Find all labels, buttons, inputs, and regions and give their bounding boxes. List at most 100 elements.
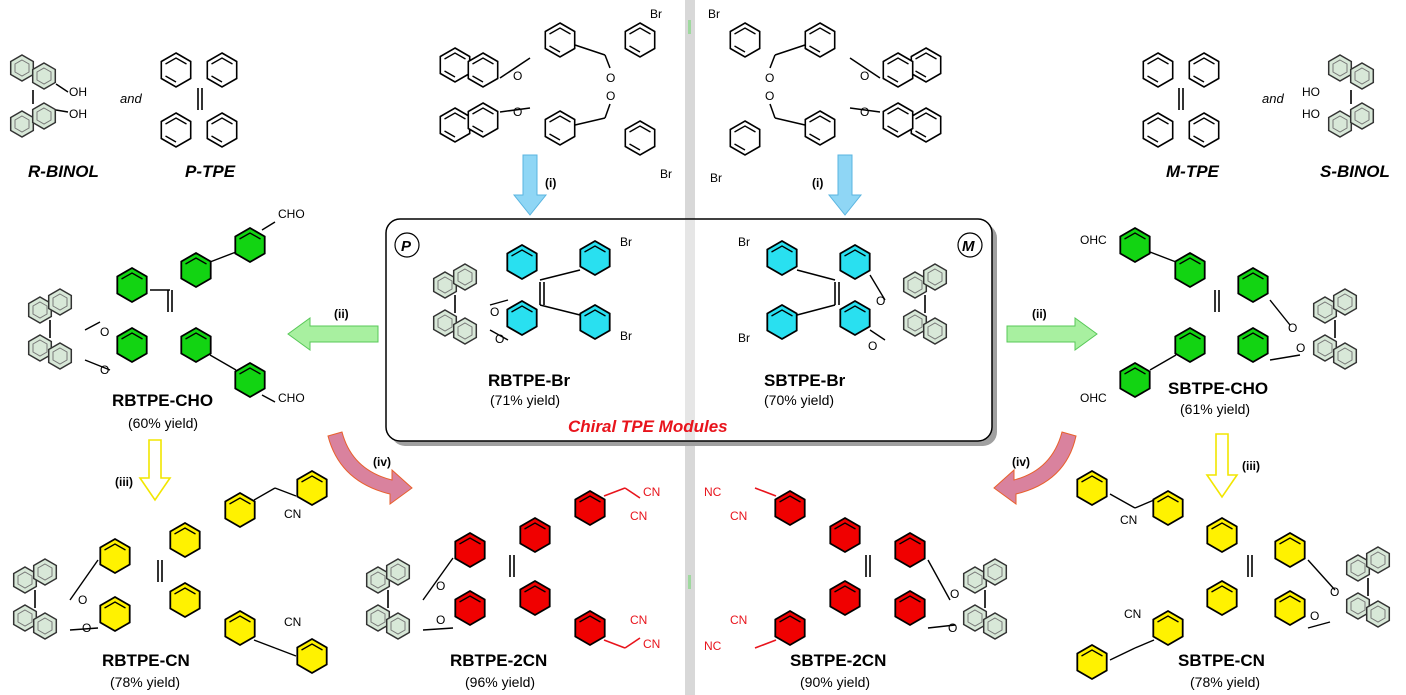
o-atom: O	[860, 69, 869, 83]
cn-group: CN	[643, 485, 660, 499]
rbtpe-cho-yield: (60% yield)	[128, 415, 198, 431]
step-iv-arrow-left	[327, 431, 413, 505]
rbtpe-cn-structure	[14, 470, 328, 674]
o-atom: O	[436, 613, 445, 627]
sbtpe-cho-yield: (61% yield)	[1180, 401, 1250, 417]
sbtpe-2cn-structure	[754, 487, 1006, 649]
cn-group: CN	[284, 615, 301, 629]
sbtpe-br-name: SBTPE-Br	[764, 371, 846, 390]
s-binol-structure	[1327, 54, 1375, 138]
step-ii-label-left: (ii)	[334, 307, 349, 321]
step-iii-arrow-right	[1205, 433, 1239, 499]
o-atom: O	[100, 325, 109, 339]
step-i-arrow-left	[512, 154, 548, 216]
cn-group: CN	[1120, 513, 1137, 527]
rbtpe-2cn-yield: (96% yield)	[465, 674, 535, 690]
rbtpe-cn-yield: (78% yield)	[110, 674, 180, 690]
p-tpe-label: P-TPE	[185, 162, 236, 181]
o-atom: O	[1296, 341, 1305, 355]
r-binol-structure	[9, 54, 69, 138]
rbtpe-br-name: RBTPE-Br	[488, 371, 571, 390]
o-atom: O	[1288, 321, 1297, 335]
o-atom: O	[606, 89, 615, 103]
step-iii-label-left: (iii)	[115, 475, 133, 489]
br-atom: Br	[738, 235, 750, 249]
o-atom: O	[490, 305, 499, 319]
s-precursor-structure	[729, 22, 942, 156]
p-tpe-structure	[160, 52, 238, 148]
step-i-arrow-right	[827, 154, 863, 216]
o-atom: O	[78, 593, 87, 607]
rbtpe-cn-name: RBTPE-CN	[102, 651, 190, 670]
o-atom: O	[513, 105, 522, 119]
o-atom: O	[765, 71, 774, 85]
br-atom: Br	[620, 329, 632, 343]
o-atom: O	[606, 71, 615, 85]
cn-group: CN	[630, 613, 647, 627]
o-atom: O	[876, 294, 885, 308]
o-atom: O	[950, 587, 959, 601]
o-atom: O	[1330, 585, 1339, 599]
and-left: and	[120, 91, 142, 106]
br-atom: Br	[738, 331, 750, 345]
sbtpe-cn-name: SBTPE-CN	[1178, 651, 1265, 670]
rbtpe-br-structure	[434, 240, 611, 344]
oh-label-2: OH	[69, 107, 87, 121]
rbtpe-cho-name: RBTPE-CHO	[112, 391, 213, 410]
o-atom: O	[860, 105, 869, 119]
sbtpe-cho-structure	[1119, 227, 1356, 398]
m-helix-icon	[957, 232, 983, 258]
step-i-label-right: (i)	[812, 176, 823, 190]
o-atom: O	[765, 89, 774, 103]
br-atom: Br	[650, 7, 662, 21]
step-ii-arrow-left	[287, 317, 379, 351]
cho-group: CHO	[278, 391, 305, 405]
step-iii-label-right: (iii)	[1242, 459, 1260, 473]
rbtpe-2cn-name: RBTPE-2CN	[450, 651, 547, 670]
ohc-group: OHC	[1080, 391, 1107, 405]
m-tpe-structure	[1142, 52, 1220, 148]
sbtpe-cn-yield: (78% yield)	[1190, 674, 1260, 690]
helix-m-label: M	[962, 238, 975, 255]
s-binol-label: S-BINOL	[1320, 162, 1390, 181]
step-iii-arrow-left	[138, 439, 172, 502]
nc-group: NC	[704, 485, 722, 499]
br-atom: Br	[708, 7, 720, 21]
rbtpe-2cn-structure	[367, 487, 641, 649]
p-helix-icon	[394, 232, 420, 258]
o-atom: O	[495, 332, 504, 346]
m-tpe-label: M-TPE	[1166, 162, 1220, 181]
br-atom: Br	[660, 167, 672, 181]
br-atom: Br	[710, 171, 722, 185]
o-atom: O	[100, 363, 109, 377]
r-binol-label: R-BINOL	[28, 162, 99, 181]
cn-group: CN	[730, 509, 747, 523]
cn-group: CN	[1124, 607, 1141, 621]
cn-group: CN	[284, 507, 301, 521]
nc-group: NC	[704, 639, 722, 653]
sbtpe-2cn-yield: (90% yield)	[800, 674, 870, 690]
step-ii-arrow-right	[1006, 317, 1098, 351]
sbtpe-cn-structure	[1076, 470, 1389, 680]
sbtpe-cho-name: SBTPE-CHO	[1168, 379, 1268, 398]
step-ii-label-right: (ii)	[1032, 307, 1047, 321]
step-iv-arrow-right	[993, 431, 1077, 505]
cn-group: CN	[630, 509, 647, 523]
cn-group: CN	[643, 637, 660, 651]
sbtpe-2cn-name: SBTPE-2CN	[790, 651, 886, 670]
and-right: and	[1262, 91, 1284, 106]
o-atom: O	[513, 69, 522, 83]
oh-label-1: OH	[69, 85, 87, 99]
module-title: Chiral TPE Modules	[568, 417, 728, 436]
o-atom: O	[1310, 609, 1319, 623]
o-atom: O	[868, 339, 877, 353]
o-atom: O	[82, 621, 91, 635]
ho-label-2: HO	[1302, 107, 1320, 121]
r-precursor-structure	[439, 22, 656, 156]
rbtpe-cho-structure	[29, 221, 276, 403]
o-atom: O	[436, 579, 445, 593]
rbtpe-br-yield: (71% yield)	[490, 392, 560, 408]
br-atom: Br	[620, 235, 632, 249]
step-iv-label-right: (iv)	[1012, 455, 1030, 469]
